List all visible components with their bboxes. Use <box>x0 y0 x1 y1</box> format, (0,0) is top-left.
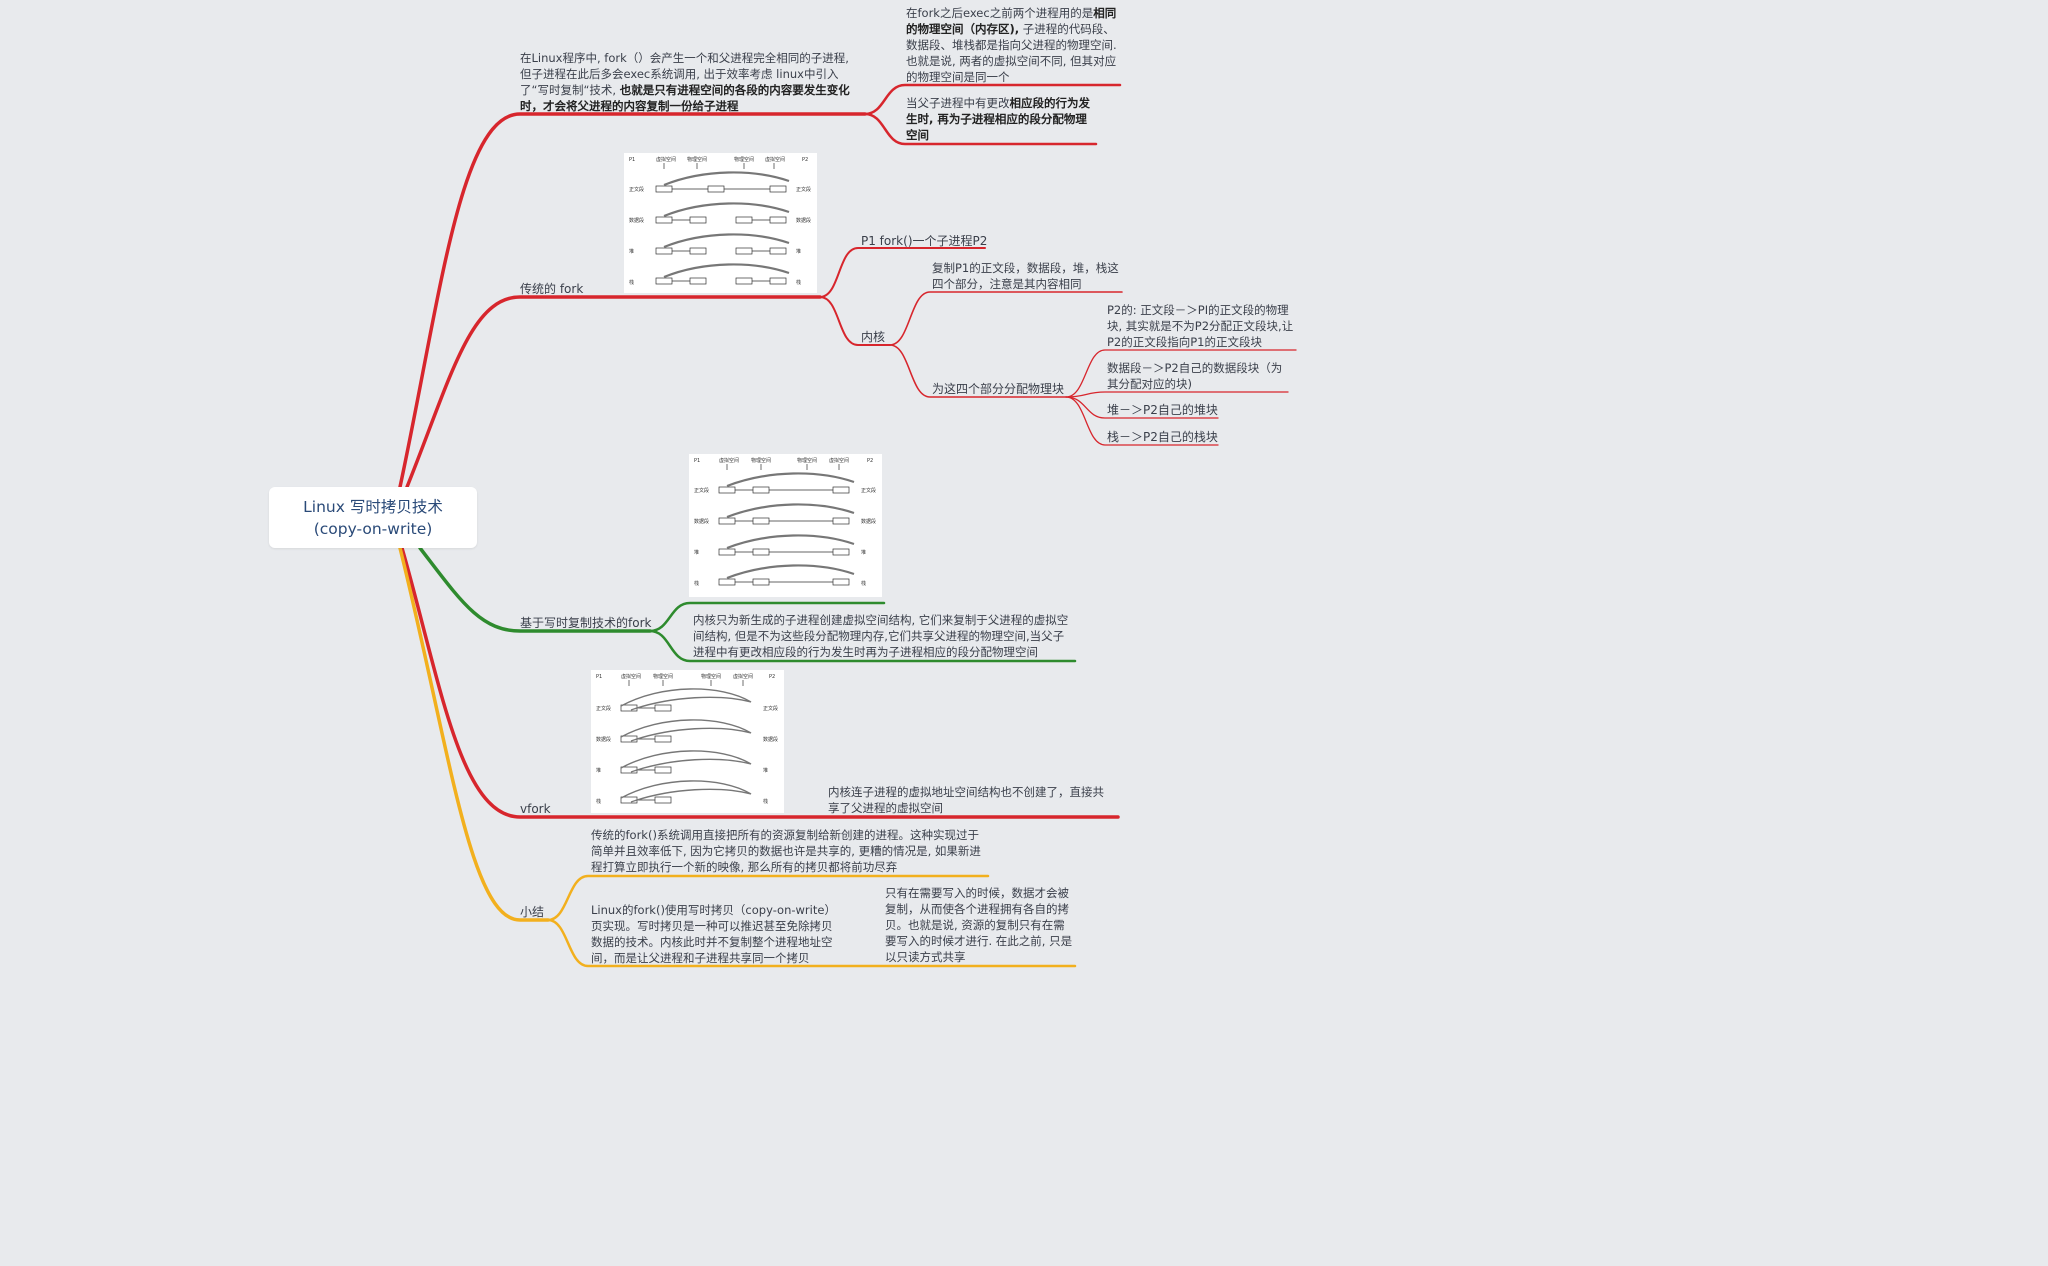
svg-text:物理空间: 物理空间 <box>653 673 673 680</box>
svg-text:正文段: 正文段 <box>629 186 644 193</box>
diagram-svg-vfork: P1 P2 虚拟空间 物理空间 物理空间 虚拟空间 正文段 数据段 堆 栈 正文… <box>596 673 778 805</box>
diagram-svg-cow: P1 P2 虚拟空间 物理空间 物理空间 虚拟空间 正文段 数据段 堆 栈 正文… <box>694 457 876 587</box>
svg-text:数据段: 数据段 <box>629 217 644 224</box>
mindmap-connections <box>398 83 1297 968</box>
svg-text:堆: 堆 <box>629 248 634 255</box>
summary-write-on-demand[interactable]: 只有在需要写入的时候，数据才会被复制，从而使各个进程拥有各自的拷贝。也就是说, … <box>885 886 1073 964</box>
svg-text:虚拟空间: 虚拟空间 <box>765 156 785 163</box>
svg-text:正文段: 正文段 <box>796 186 811 193</box>
branch-vfork[interactable]: vfork <box>520 802 551 816</box>
svg-text:数据段: 数据段 <box>861 518 876 525</box>
svg-text:栈: 栈 <box>596 798 601 805</box>
node-p1-fork-p2[interactable]: P1 fork()一个子进程P2 <box>861 234 988 248</box>
svg-text:虚拟空间: 虚拟空间 <box>733 673 753 680</box>
leaf-data-segment[interactable]: 数据段－＞P2自己的数据段块（为其分配对应的块) <box>1107 361 1283 391</box>
svg-text:虚拟空间: 虚拟空间 <box>829 457 849 464</box>
svg-text:P1: P1 <box>694 458 700 464</box>
svg-text:物理空间: 物理空间 <box>687 156 707 163</box>
svg-text:P1: P1 <box>629 157 635 163</box>
vfork-memory-diagram: P1 P2 虚拟空间 物理空间 物理空间 虚拟空间 正文段 数据段 堆 栈 正文… <box>591 670 784 813</box>
svg-text:物理空间: 物理空间 <box>751 457 771 464</box>
svg-text:虚拟空间: 虚拟空间 <box>719 457 739 464</box>
summary-linux-cow[interactable]: Linux的fork()使用写时拷贝（copy-on-write）页实现。写时拷… <box>591 903 836 965</box>
svg-text:栈: 栈 <box>763 798 768 805</box>
svg-text:物理空间: 物理空间 <box>734 156 754 163</box>
intro-note-allocate-on-change[interactable]: 当父子进程中有更改相应段的行为发生时, 再为子进程相应的段分配物理空间 <box>906 96 1090 142</box>
node-kernel[interactable]: 内核 <box>861 330 886 344</box>
summary-traditional-fork[interactable]: 传统的fork()系统调用直接把所有的资源复制给新创建的进程。这种实现过于简单并… <box>591 828 981 874</box>
node-copy-four-segments[interactable]: 复制P1的正文段，数据段，堆，栈这四个部分，注意是其内容相同 <box>932 261 1119 291</box>
svg-text:正文段: 正文段 <box>694 487 709 494</box>
node-allocate-physical-blocks[interactable]: 为这四个部分分配物理块 <box>932 382 1065 396</box>
svg-text:正文段: 正文段 <box>596 705 611 712</box>
svg-text:堆: 堆 <box>861 549 866 556</box>
leaf-text-segment[interactable]: P2的: 正文段－＞PI的正文段的物理块, 其实就是不为P2分配正文段块,让P2… <box>1107 303 1294 349</box>
diagram-svg: P1 P2 虚拟空间 物理空间 物理空间 虚拟空间 正文段 数据段 堆 栈 正文… <box>629 156 811 286</box>
svg-text:栈: 栈 <box>861 580 866 587</box>
root-topic[interactable]: Linux 写时拷贝技术(copy-on-write) <box>269 487 477 548</box>
svg-text:栈: 栈 <box>694 580 699 587</box>
svg-text:P2: P2 <box>802 157 808 163</box>
vfork-description[interactable]: 内核连子进程的虚拟地址空间结构也不创建了，直接共享了父进程的虚拟空间 <box>828 785 1104 815</box>
branch-traditional-fork[interactable]: 传统的 fork <box>520 282 584 296</box>
intro-note-same-physical-space[interactable]: 在fork之后exec之前两个进程用的是相同的物理空间（内存区), 子进程的代码… <box>906 6 1117 84</box>
svg-text:堆: 堆 <box>596 767 601 774</box>
svg-text:数据段: 数据段 <box>694 518 709 525</box>
root-title: Linux 写时拷贝技术(copy-on-write) <box>303 497 443 538</box>
svg-text:堆: 堆 <box>796 248 801 255</box>
svg-text:物理空间: 物理空间 <box>797 457 817 464</box>
fork-memory-diagram-cow: P1 P2 虚拟空间 物理空间 物理空间 虚拟空间 正文段 数据段 堆 栈 正文… <box>689 454 882 597</box>
svg-text:P1: P1 <box>596 674 602 680</box>
svg-text:虚拟空间: 虚拟空间 <box>656 156 676 163</box>
svg-text:数据段: 数据段 <box>596 736 611 743</box>
svg-text:正文段: 正文段 <box>763 705 778 712</box>
cow-description[interactable]: 内核只为新生成的子进程创建虚拟空间结构, 它们来复制于父进程的虚拟空间结构, 但… <box>693 613 1069 659</box>
leaf-stack[interactable]: 栈－＞P2自己的栈块 <box>1107 430 1218 444</box>
leaf-heap[interactable]: 堆－＞P2自己的堆块 <box>1107 403 1218 417</box>
svg-text:虚拟空间: 虚拟空间 <box>621 673 641 680</box>
svg-text:栈: 栈 <box>796 279 801 286</box>
svg-text:物理空间: 物理空间 <box>701 673 721 680</box>
svg-text:P2: P2 <box>769 674 775 680</box>
branch-summary[interactable]: 小结 <box>520 905 545 919</box>
svg-text:栈: 栈 <box>629 279 634 286</box>
branch-cow-fork[interactable]: 基于写时复制技术的fork <box>520 616 652 630</box>
svg-text:数据段: 数据段 <box>796 217 811 224</box>
svg-text:堆: 堆 <box>763 767 768 774</box>
intro-text[interactable]: 在Linux程序中, fork（）会产生一个和父进程完全相同的子进程,但子进程在… <box>520 51 850 113</box>
svg-text:P2: P2 <box>867 458 873 464</box>
svg-text:正文段: 正文段 <box>861 487 876 494</box>
svg-text:堆: 堆 <box>694 549 699 556</box>
fork-memory-diagram-traditional: P1 P2 虚拟空间 物理空间 物理空间 虚拟空间 正文段 数据段 堆 栈 正文… <box>624 153 817 293</box>
svg-text:数据段: 数据段 <box>763 736 778 743</box>
